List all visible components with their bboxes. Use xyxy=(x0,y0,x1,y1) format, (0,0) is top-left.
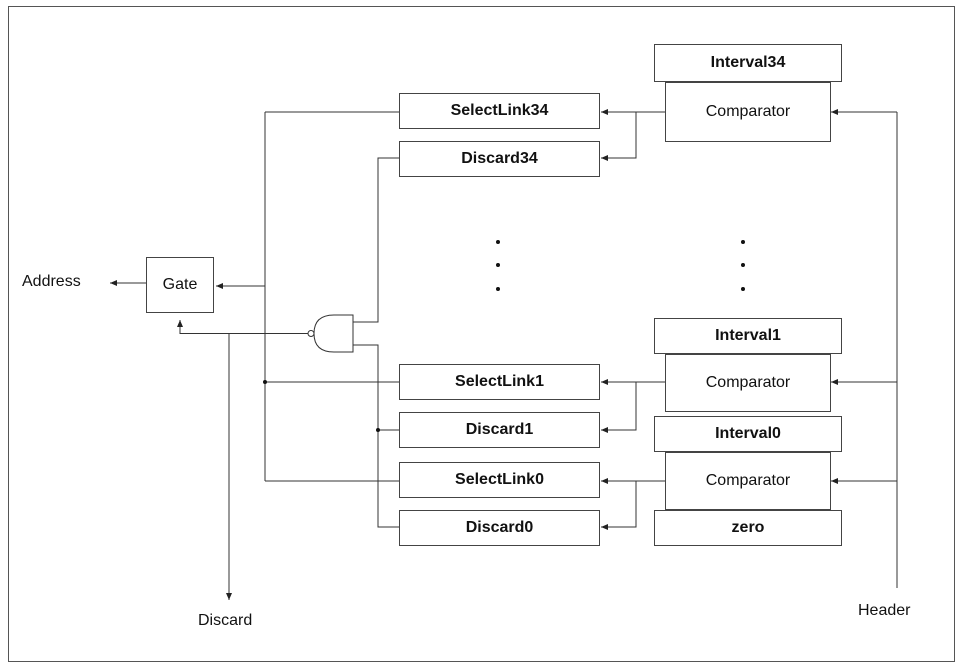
interval34-box: Interval34 xyxy=(654,44,842,82)
selectlink0-box: SelectLink0 xyxy=(399,462,600,498)
discard-bus xyxy=(353,344,399,528)
and-gate xyxy=(313,314,354,353)
discard34-box: Discard34 xyxy=(399,141,600,177)
selectlink1-box: SelectLink1 xyxy=(399,364,600,400)
discard-label: Discard xyxy=(198,612,253,629)
and-gate-bubble xyxy=(307,330,315,337)
discard34-to-and xyxy=(353,157,399,323)
ellipsis-dot xyxy=(496,263,500,267)
comparator1-box: Comparator xyxy=(665,354,831,412)
cmp0-to-discard0 xyxy=(601,481,637,530)
cmp34-to-discard34 xyxy=(601,112,637,161)
ellipsis-dot xyxy=(496,240,500,244)
cmp1-to-discard1 xyxy=(601,382,637,433)
interval1-box: Interval1 xyxy=(654,318,842,354)
comparator34-box: Comparator xyxy=(665,82,831,142)
gate-box: Gate xyxy=(146,257,214,313)
ellipsis-dot xyxy=(496,287,500,291)
ellipsis-dot xyxy=(741,287,745,291)
discard0-box: Discard0 xyxy=(399,510,600,546)
ellipsis-dot xyxy=(741,240,745,244)
junction-dot xyxy=(263,380,267,384)
comparator0-box: Comparator xyxy=(665,452,831,510)
zero-box: zero xyxy=(654,510,842,546)
ellipsis-dot xyxy=(741,263,745,267)
header-label: Header xyxy=(858,602,911,619)
discard1-box: Discard1 xyxy=(399,412,600,448)
interval0-box: Interval0 xyxy=(654,416,842,452)
selectlink34-box: SelectLink34 xyxy=(399,93,600,129)
diagram-frame xyxy=(8,6,955,662)
junction-dot xyxy=(376,428,380,432)
address-label: Address xyxy=(22,273,81,290)
and-to-gate-control xyxy=(177,320,308,334)
